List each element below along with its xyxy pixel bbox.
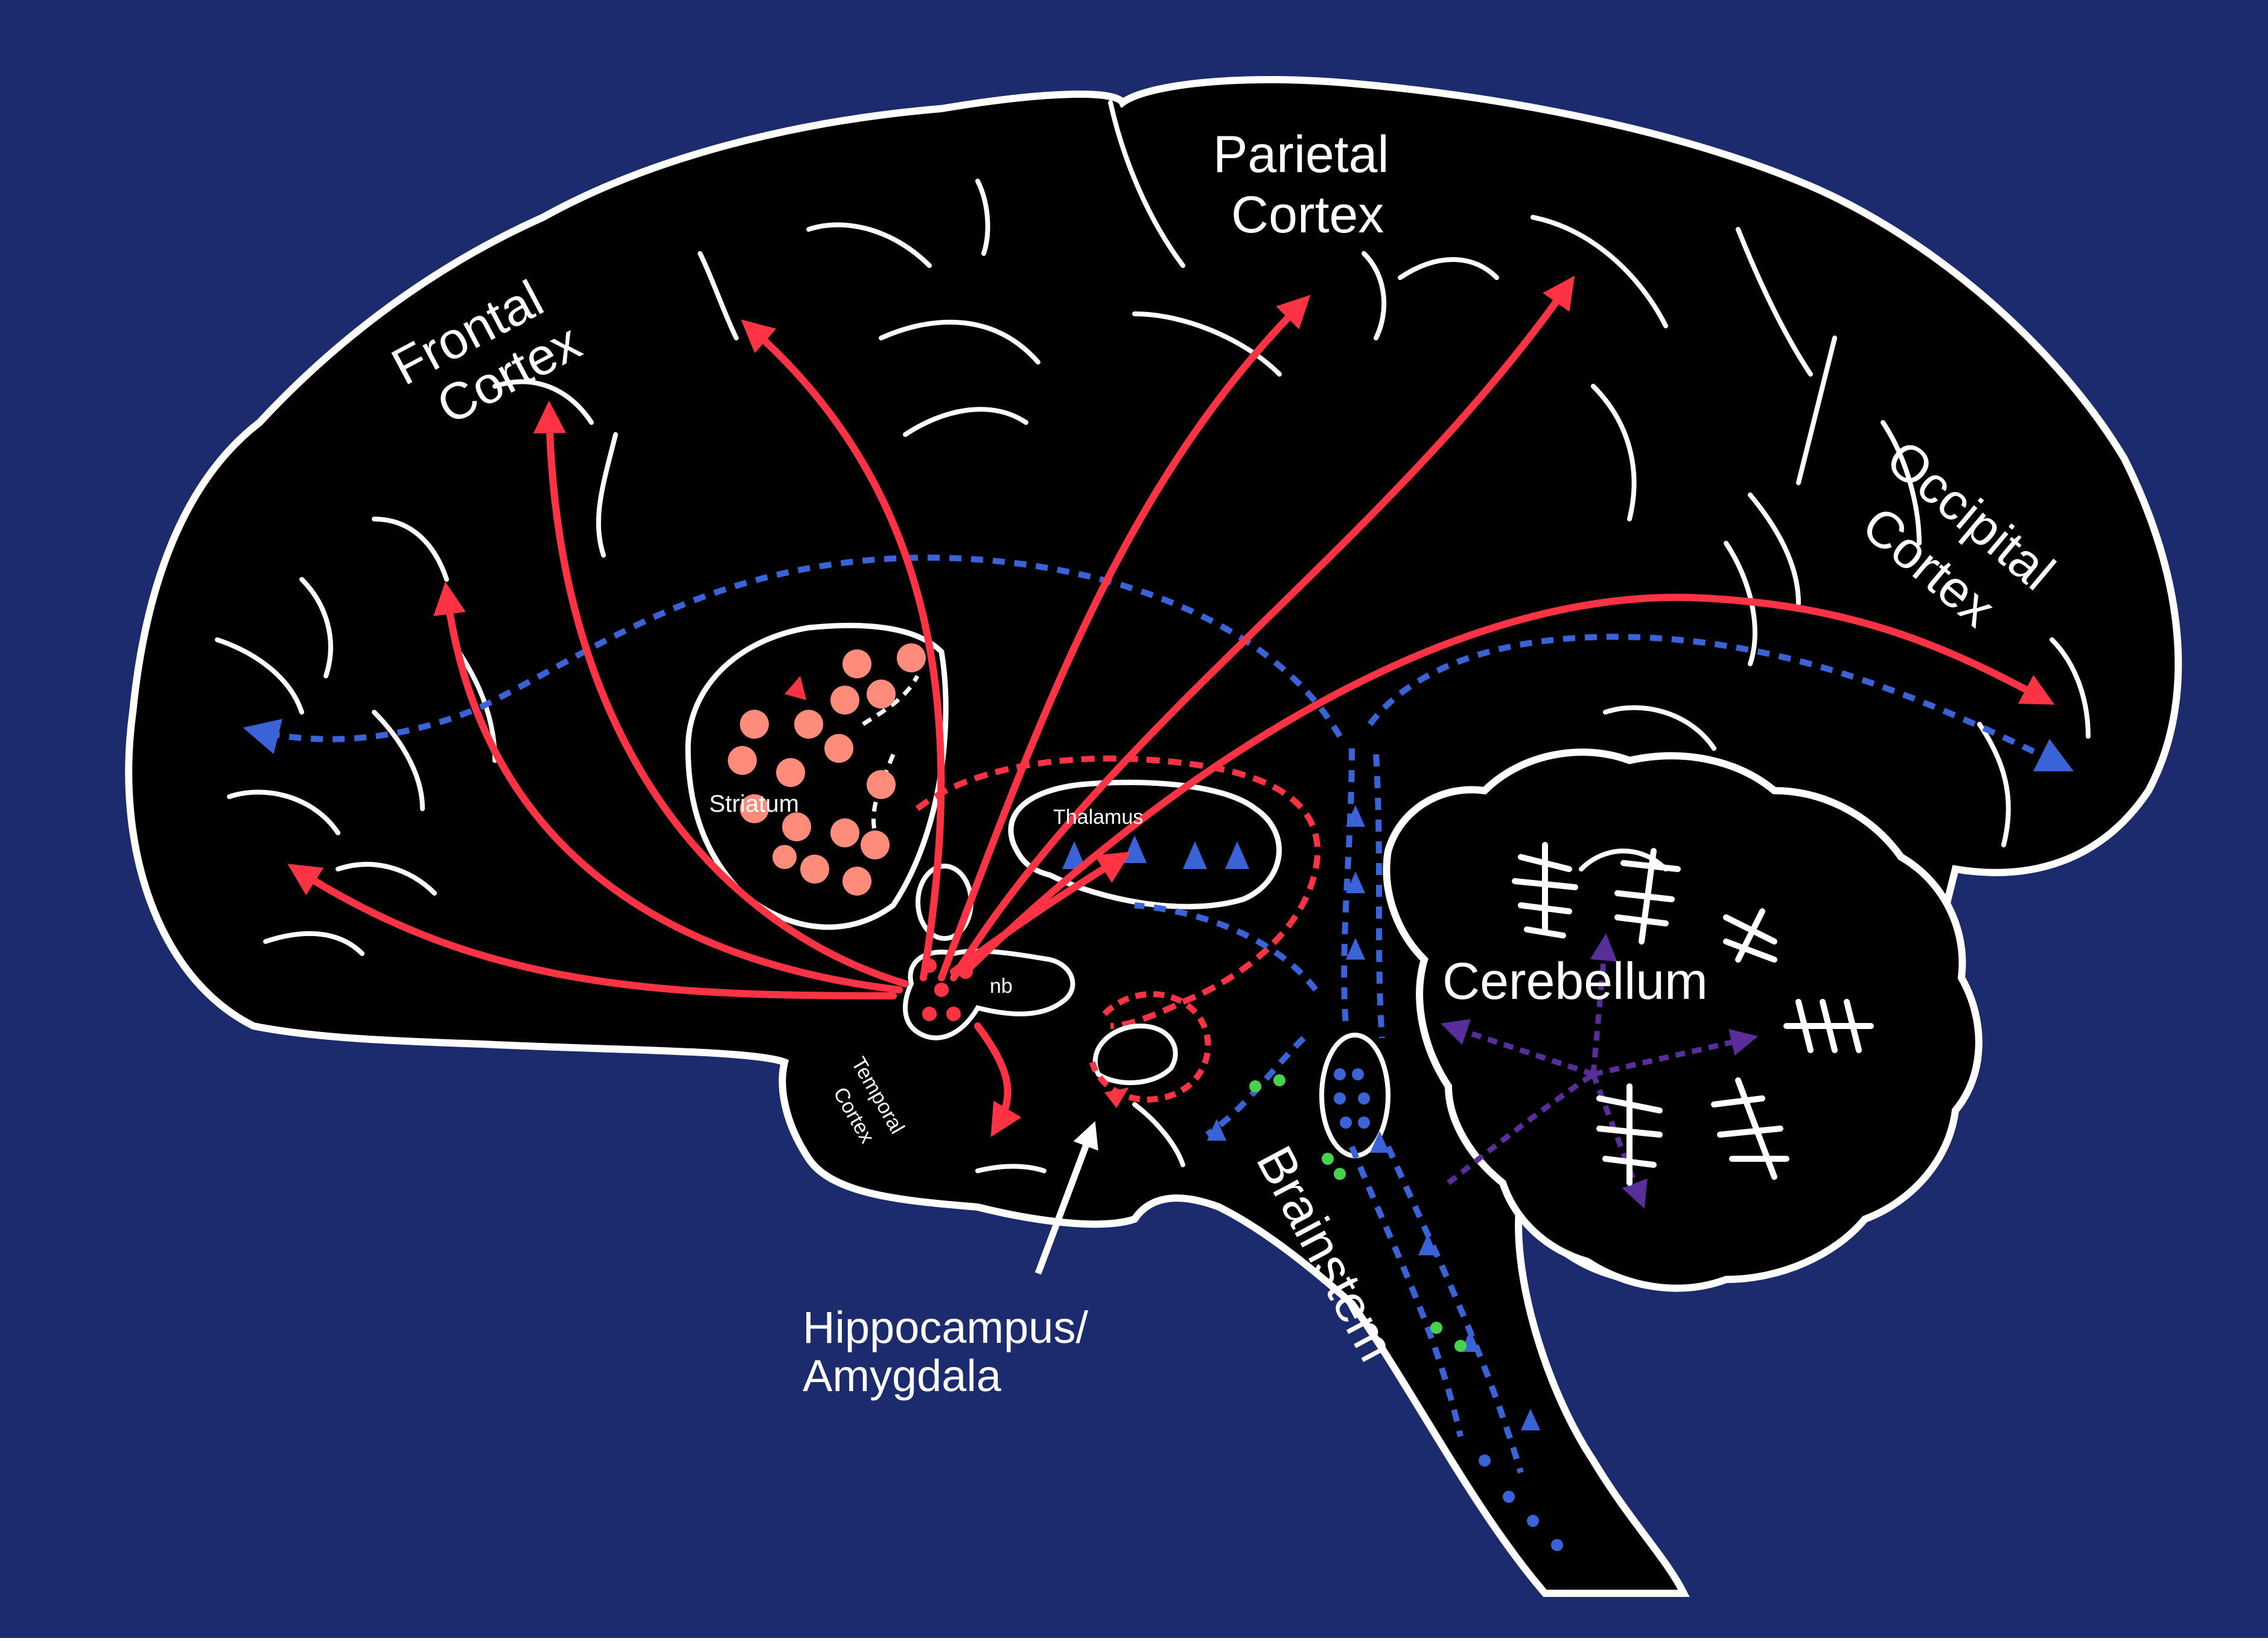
cerebellum-label: Cerebellum xyxy=(1442,952,1708,1010)
parietal-cortex-label-line2: Cortex xyxy=(1231,186,1384,244)
hippocampus-amygdala-label-line1: Hippocampus/ xyxy=(803,1302,1088,1353)
parietal-cortex-label-line1: Parietal xyxy=(1213,126,1389,183)
nb-label: nb xyxy=(990,975,1013,998)
thalamus-label: Thalamus xyxy=(1053,806,1143,829)
hippocampus-amygdala-label-line2: Amygdala xyxy=(803,1351,1002,1401)
striatum-label: Striatum xyxy=(709,791,799,817)
